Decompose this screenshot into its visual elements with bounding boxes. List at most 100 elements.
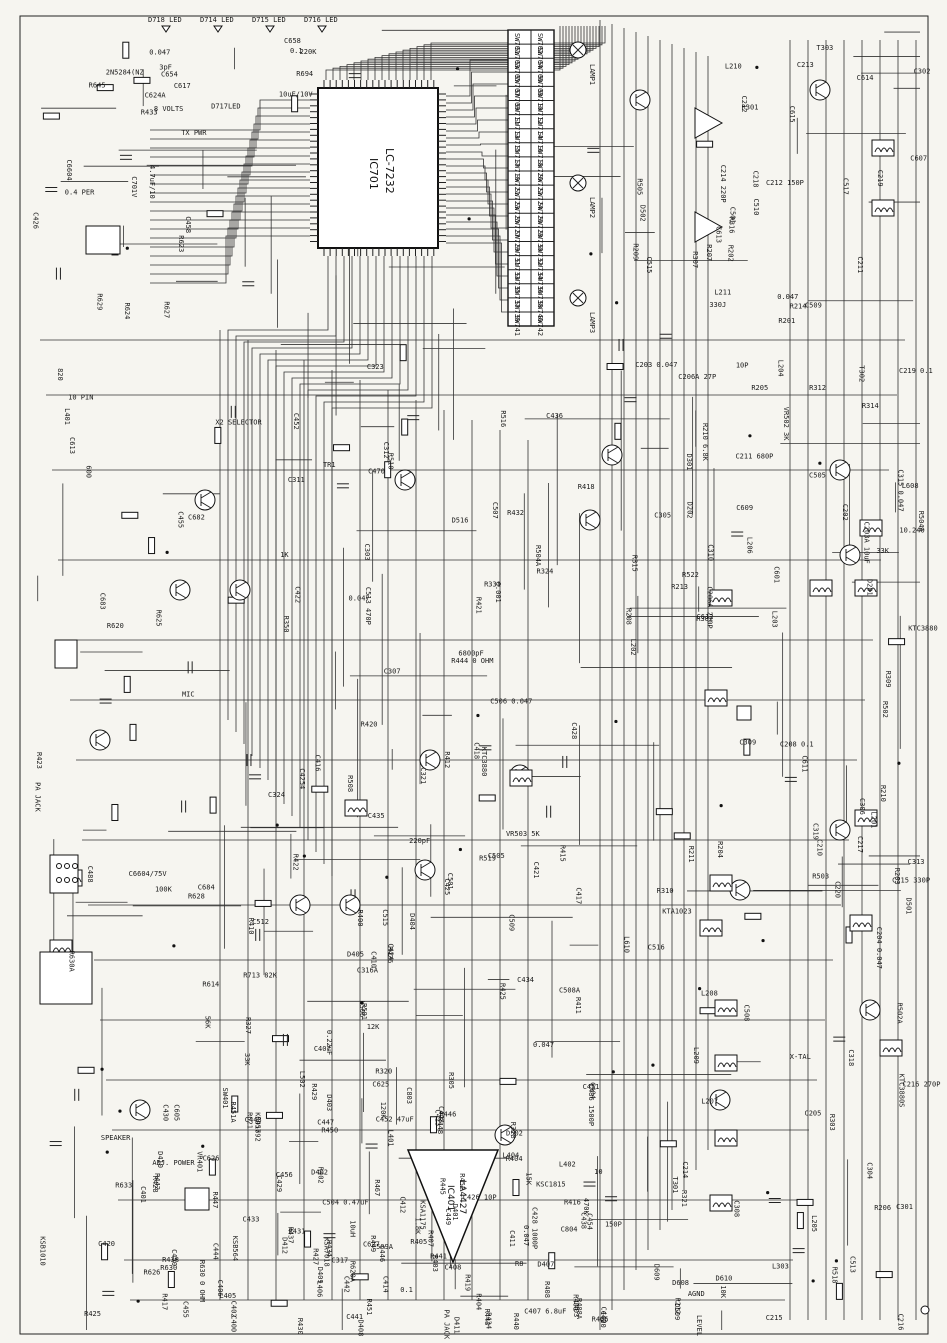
transistor-lead <box>815 91 827 99</box>
right-label: KTC3880 <box>908 624 938 632</box>
switch-label: SW709 <box>513 89 521 110</box>
resistor-symbol <box>401 418 409 436</box>
transistor-symbol <box>414 859 436 881</box>
top-label: 2N5284(NZ <box>106 69 144 77</box>
right-label: C609 <box>736 504 753 512</box>
top-label: C654 <box>161 70 178 78</box>
right-label: C216 <box>897 1314 905 1331</box>
resistor-symbol <box>214 426 222 444</box>
right-label: VR502 3K <box>782 407 790 442</box>
left-label: R630A <box>68 951 76 973</box>
mid-label: R467 <box>373 1179 381 1196</box>
switch-label: SW733 <box>513 259 521 280</box>
coil-loop <box>702 927 710 933</box>
left-label: TX PWR <box>181 129 207 137</box>
left-label: R425 <box>84 1310 101 1318</box>
switch-label: SW723 <box>513 188 521 209</box>
bottom-label: D403 <box>325 1094 333 1111</box>
mid-label: C422 <box>293 586 301 603</box>
transistor-lead <box>735 881 747 889</box>
transistor-symbol <box>194 489 216 511</box>
mid-label: R426 <box>386 946 394 963</box>
bottom-label: C430 <box>161 1104 169 1121</box>
right-label: R207 <box>705 244 713 261</box>
mid-label: R425 <box>498 983 506 1000</box>
right-label: C613 <box>714 226 722 243</box>
right-label: R210 <box>879 785 887 802</box>
right-label: 10.240 <box>899 526 924 534</box>
right-label: L208 <box>701 990 718 998</box>
transistor-lead <box>835 831 847 839</box>
power-connector <box>54 639 78 669</box>
coil-loop <box>857 817 865 823</box>
mid-label: R412 <box>443 751 451 768</box>
mid-label: R404 <box>506 1155 523 1163</box>
right-label: 0.047 <box>777 293 798 301</box>
right-label: R204 <box>716 841 724 858</box>
transistor-lead <box>175 581 187 589</box>
bottom-label: C436 1500P <box>587 1084 595 1126</box>
left-label: MIC <box>182 691 195 699</box>
top-label: 0.047 <box>149 48 170 56</box>
resistor-symbol <box>101 1243 109 1261</box>
junction-dot <box>818 461 822 465</box>
led-label: D715 LED <box>252 16 286 24</box>
junction-dot <box>698 987 702 991</box>
bottom-label: L405 <box>219 1292 236 1300</box>
mid-label: 15K <box>525 1172 533 1185</box>
transistor-symbol <box>829 459 851 481</box>
right-label: R201 <box>778 317 795 325</box>
mid-label: C428 <box>570 722 578 739</box>
resistor-symbol <box>208 1158 216 1176</box>
coil-loop <box>718 597 726 603</box>
bus-wire <box>446 95 508 118</box>
bottom-label: R417 <box>160 1293 168 1310</box>
mid-label: 0.001 <box>494 582 502 603</box>
left-label: C488 <box>86 866 94 883</box>
right-label: C206A 220P <box>706 586 714 628</box>
right-label: R212 <box>673 1298 681 1315</box>
bottom-label: R450 <box>321 1127 338 1135</box>
resistor-symbol <box>699 1007 717 1015</box>
right-label: C516 <box>648 943 665 951</box>
bottom-label: 1.8K <box>414 1218 422 1236</box>
bus-wire <box>283 256 385 804</box>
left-label: 56K <box>204 1016 212 1029</box>
switch-label: SW739 <box>513 301 521 322</box>
bottom-label: C440 <box>599 1307 607 1324</box>
right-label: 10K <box>719 1285 727 1298</box>
coil-loop <box>718 1202 726 1208</box>
junction-dot <box>766 1191 770 1195</box>
bus-wire <box>446 172 508 193</box>
bottom-label: C426 10P <box>463 1193 497 1201</box>
frame-border <box>19 15 929 1335</box>
bottom-label: D412 <box>280 1237 288 1254</box>
right-label: C206A 27P <box>678 373 716 381</box>
audio-amp-ic: IC401 LA4427 <box>406 1149 500 1265</box>
mid-label: C436 <box>546 412 563 420</box>
bottom-label: R452 <box>458 1173 466 1190</box>
lamp-label: LAMP3 <box>588 312 596 333</box>
transistor-symbol <box>601 444 623 466</box>
transistor-lead <box>815 81 827 89</box>
switch-label: SW704 <box>536 47 544 68</box>
switch-label: SW702 <box>536 33 544 54</box>
mid-label: C4254 <box>298 768 306 789</box>
coil-loop <box>723 1062 731 1068</box>
bottom-label: R621 <box>246 1112 254 1129</box>
right-label: D201 <box>865 579 873 596</box>
right-label: R505 <box>636 178 644 195</box>
coil-loop <box>862 527 870 533</box>
bottom-label: R434 <box>325 1240 333 1257</box>
transistor-lead <box>585 511 597 519</box>
resistor-symbol <box>429 1116 437 1134</box>
bottom-right-label: D608 <box>672 1279 689 1287</box>
transistor-lead <box>295 896 307 904</box>
left-label: R625 <box>155 610 163 627</box>
coil-loop <box>64 947 72 953</box>
left-label: R627 <box>163 301 171 318</box>
right-label: C211 680P <box>735 452 773 460</box>
